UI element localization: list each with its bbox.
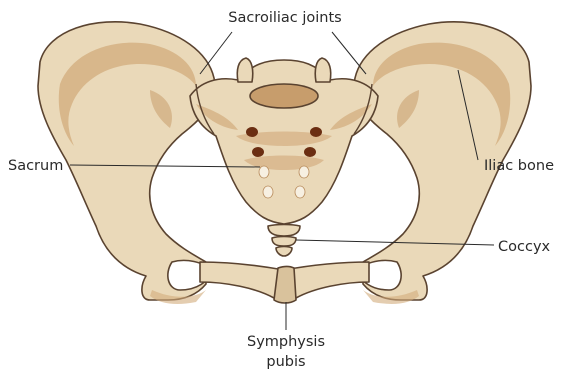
label-pubis: pubis [266,354,305,370]
label-coccyx: Coccyx [498,239,551,255]
right-iliac-bone [38,22,215,304]
coccyx [268,225,300,257]
label-iliac-bone: Iliac bone [484,158,554,174]
leader-sacroiliac-left [332,32,366,74]
leader-sacroiliac-right [200,32,232,74]
label-sacrum: Sacrum [8,158,63,174]
label-symphysis: Symphysis [247,334,325,350]
pubic-arch [200,262,369,303]
label-sacroiliac-joints: Sacroiliac joints [228,10,342,26]
sacrum [190,58,378,224]
